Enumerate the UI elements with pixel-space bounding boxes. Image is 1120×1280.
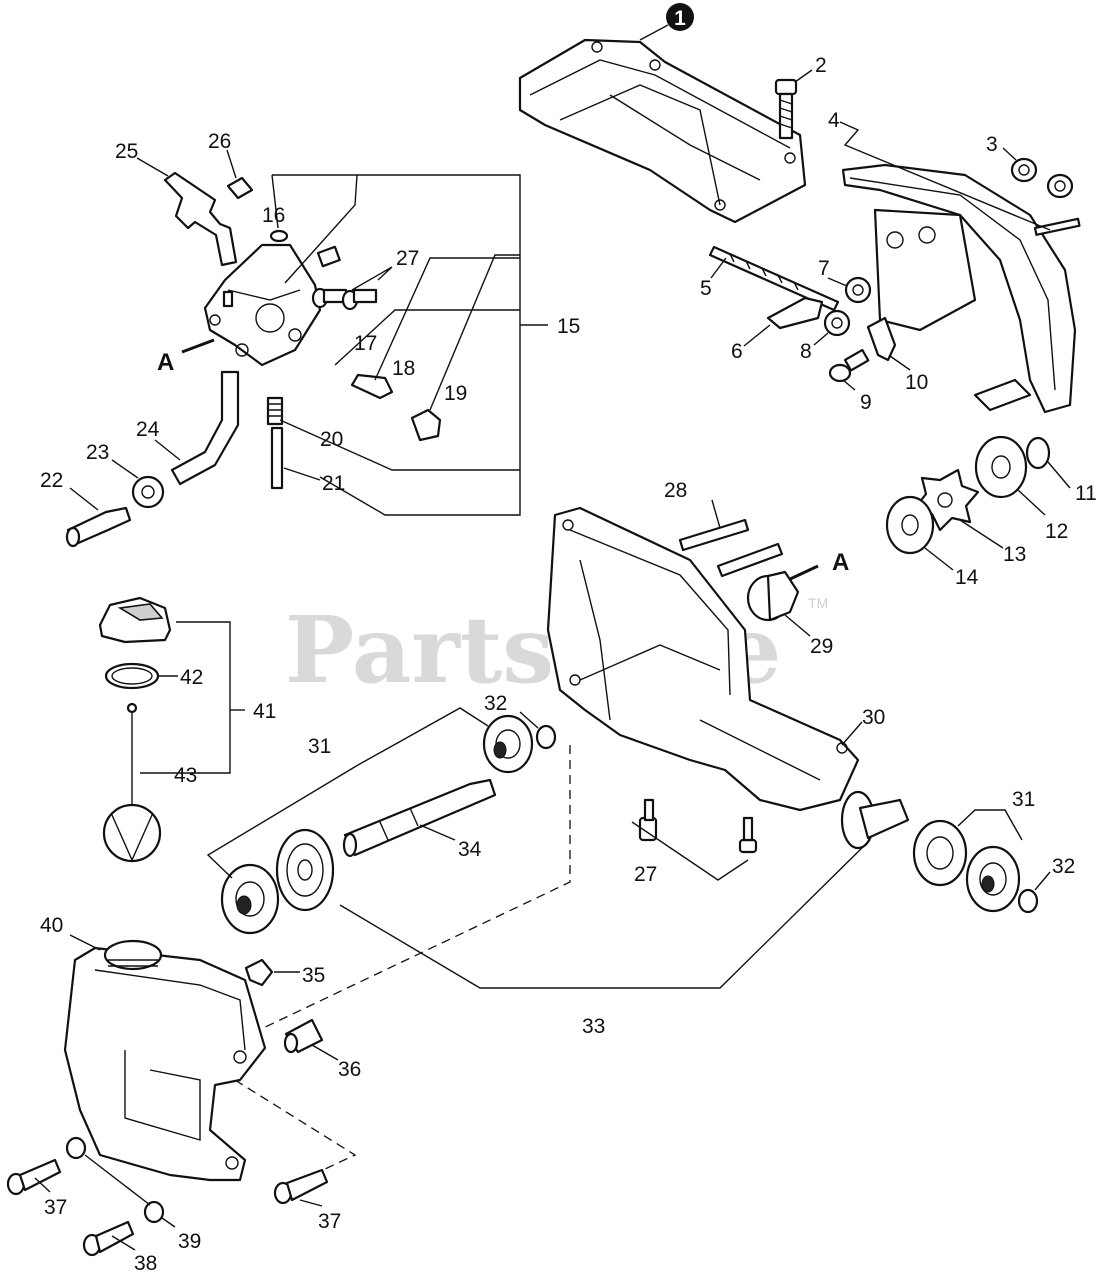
part-36-bushing[interactable] xyxy=(283,1018,324,1054)
label-39: 39 xyxy=(178,1230,201,1253)
label-27-lower: 27 xyxy=(634,863,657,886)
part-8-sprocket[interactable] xyxy=(823,309,851,337)
part-34-shaft[interactable] xyxy=(342,778,497,858)
label-7: 7 xyxy=(818,257,830,280)
part-26-grommet[interactable] xyxy=(226,176,254,200)
label-14: 14 xyxy=(955,566,979,589)
part-6-pin[interactable] xyxy=(766,296,824,330)
part-32-snap-rings[interactable] xyxy=(535,724,1039,914)
label-42: 42 xyxy=(180,666,203,689)
watermark-trademark: TM xyxy=(808,595,828,611)
part-20-spring[interactable] xyxy=(266,396,284,426)
part-37-screws[interactable] xyxy=(6,1158,329,1205)
part-17-spring[interactable] xyxy=(316,245,341,268)
label-29: 29 xyxy=(810,635,833,658)
part-31-bearings-left[interactable] xyxy=(220,714,534,935)
part-42-o-ring[interactable] xyxy=(104,662,160,690)
part-5-adjusting-screw[interactable] xyxy=(708,245,840,312)
label-18: 18 xyxy=(392,357,415,380)
label-15: 15 xyxy=(557,315,580,338)
label-8: 8 xyxy=(800,340,812,363)
label-12: 12 xyxy=(1045,520,1068,543)
part-25-hose-fitting[interactable] xyxy=(163,171,238,267)
label-10: 10 xyxy=(905,371,928,394)
label-24: 24 xyxy=(136,418,160,441)
part-4-chain-guard[interactable] xyxy=(841,163,1081,414)
callout-labels: 2 3 4 5 6 7 8 9 10 11 12 13 14 15 16 17 … xyxy=(40,54,1097,1275)
part-13-sprocket[interactable] xyxy=(913,468,980,532)
part-18-plunger[interactable] xyxy=(350,373,394,400)
label-16: 16 xyxy=(262,204,285,227)
part-1-gear-case-cover[interactable] xyxy=(518,38,807,224)
part-3-nuts[interactable] xyxy=(1010,157,1074,199)
part-10-clip[interactable] xyxy=(866,316,897,362)
part-21-pin[interactable] xyxy=(270,426,284,490)
label-35: 35 xyxy=(302,964,325,987)
label-22: 22 xyxy=(40,469,63,492)
label-4: 4 xyxy=(828,109,840,132)
label-27-upper: 27 xyxy=(396,247,419,270)
part-27-screws-upper[interactable] xyxy=(311,287,378,311)
label-30: 30 xyxy=(862,706,885,729)
part-22-oil-filter[interactable] xyxy=(65,506,132,548)
label-6: 6 xyxy=(731,340,743,363)
label-34: 34 xyxy=(458,838,482,861)
part-7-sprocket[interactable] xyxy=(844,276,872,304)
label-28: 28 xyxy=(664,479,687,502)
view-marker-a-right: A xyxy=(832,549,849,576)
part-9-screw[interactable] xyxy=(828,348,870,383)
part-28-studs[interactable] xyxy=(678,518,784,578)
label-43: 43 xyxy=(174,764,197,787)
part-30-gear-case[interactable] xyxy=(546,506,860,812)
label-40: 40 xyxy=(40,914,63,937)
part-11-snap-ring[interactable] xyxy=(1025,436,1051,470)
part-31-bearings-right[interactable] xyxy=(912,819,1021,913)
label-19: 19 xyxy=(444,382,467,405)
label-41: 41 xyxy=(253,700,276,723)
part-35-plug[interactable] xyxy=(244,958,274,987)
part-38-screw[interactable] xyxy=(82,1220,135,1257)
part-24-oil-hose[interactable] xyxy=(170,370,240,486)
label-32-left: 32 xyxy=(484,692,507,715)
label-21: 21 xyxy=(322,472,345,495)
label-13: 13 xyxy=(1003,543,1026,566)
part-12-washer[interactable] xyxy=(974,435,1028,499)
part-19-cap[interactable] xyxy=(410,408,442,442)
label-9: 9 xyxy=(860,391,872,414)
part-27-screws-lower[interactable] xyxy=(638,798,758,854)
part-23-grommet[interactable] xyxy=(131,475,165,509)
label-36: 36 xyxy=(338,1058,361,1081)
part-29-nut[interactable] xyxy=(746,570,800,622)
part-39-collars[interactable] xyxy=(65,1136,165,1224)
view-marker-a-left: A xyxy=(157,349,174,376)
part-14-washer[interactable] xyxy=(885,495,935,555)
part-43-strainer[interactable] xyxy=(102,702,162,863)
label-33: 33 xyxy=(582,1015,605,1038)
part-16-e-ring[interactable] xyxy=(269,229,289,243)
label-11: 11 xyxy=(1075,482,1097,505)
label-38: 38 xyxy=(134,1252,157,1275)
label-20: 20 xyxy=(320,428,343,451)
label-31-right: 31 xyxy=(1012,788,1035,811)
label-17: 17 xyxy=(354,332,377,355)
part-40-oil-tank-handle[interactable] xyxy=(63,939,267,1182)
part-41-oil-cap[interactable] xyxy=(98,596,172,644)
label-23: 23 xyxy=(86,441,109,464)
label-5: 5 xyxy=(700,277,712,300)
label-37-left: 37 xyxy=(44,1196,67,1219)
label-25: 25 xyxy=(115,140,138,163)
label-3: 3 xyxy=(986,133,998,156)
label-26: 26 xyxy=(208,130,231,153)
part-2-screw[interactable] xyxy=(774,78,798,140)
badge-1: 1 xyxy=(666,3,694,31)
part-33-gear-set[interactable] xyxy=(275,790,910,912)
label-31-left: 31 xyxy=(308,735,331,758)
badge-1-label: 1 xyxy=(674,7,686,30)
label-2: 2 xyxy=(815,54,827,77)
label-32-right: 32 xyxy=(1052,855,1075,878)
label-37-right: 37 xyxy=(318,1210,341,1233)
